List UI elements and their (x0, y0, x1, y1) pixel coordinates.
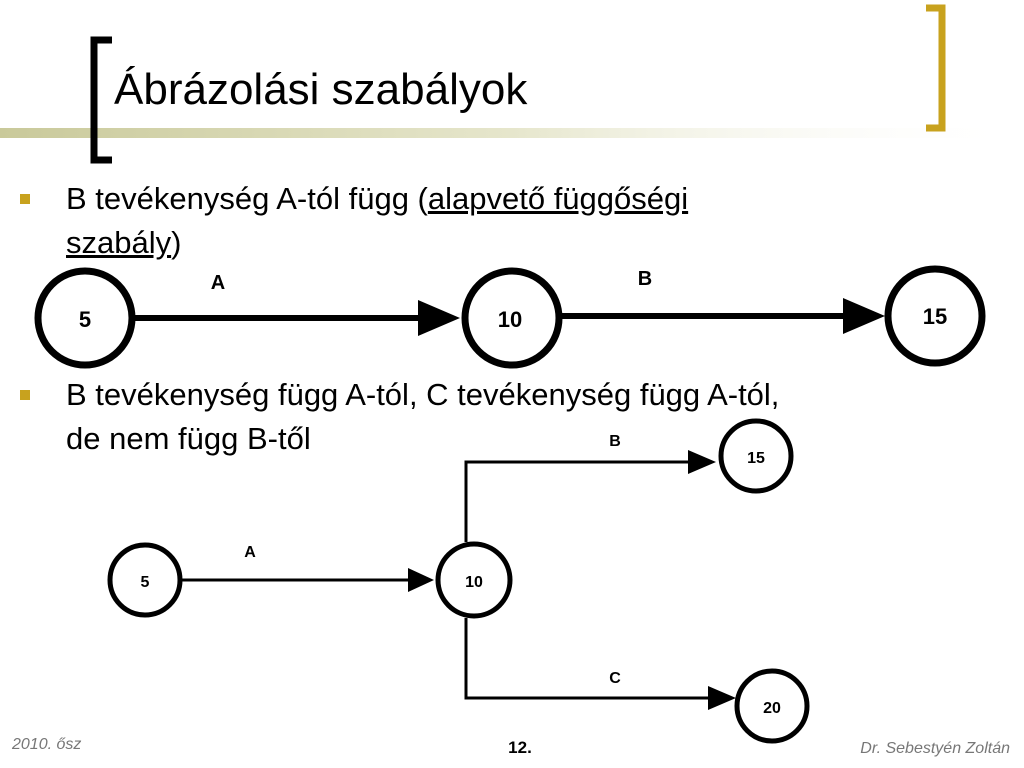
bullet-1-line-1: B tevékenység A-tól függ (alapvető függő… (66, 178, 688, 220)
edge-a-label: A (244, 544, 256, 561)
node-10-label: 10 (465, 574, 483, 591)
bullet-2-line-1: B tevékenység függ A-tól, C tevékenység … (66, 377, 780, 412)
edge-c-line (464, 618, 710, 700)
node-10-label: 10 (498, 307, 522, 332)
edge-b-label: B (609, 433, 621, 450)
edge-c-arrowhead (708, 686, 736, 710)
left-bracket (90, 36, 112, 164)
node-5 (107, 542, 183, 618)
bullet-square-icon (20, 390, 30, 400)
slide-title: Ábrázolási szabályok (114, 65, 528, 114)
edge-a-arrowhead (418, 300, 460, 336)
bullet-square-icon (20, 194, 30, 204)
edge-b-arrowhead (688, 450, 716, 474)
bullet-1-close: ) (171, 225, 182, 260)
footer-date: 2010. ősz (12, 736, 82, 753)
node-5 (34, 267, 136, 369)
header-band (0, 128, 1024, 138)
bullet-1-link-cont[interactable]: szabály (66, 225, 172, 260)
bullet-2-line-2: de nem függ B-től (66, 421, 311, 456)
node-15 (718, 418, 794, 494)
bullet-1-text: B tevékenység A-tól függ ( (66, 181, 428, 216)
node-10 (435, 541, 513, 619)
node-5-label: 5 (79, 307, 91, 332)
node-5-label: 5 (141, 574, 150, 591)
edge-b-line (464, 460, 690, 542)
edge-c-label: C (609, 670, 621, 687)
edge-b-label: B (638, 268, 652, 290)
footer-author: Dr. Sebestyén Zoltán (860, 740, 1010, 757)
bullet-1-link[interactable]: alapvető függőségi (427, 181, 689, 216)
node-20-label: 20 (763, 700, 781, 717)
page-number: 12. (508, 738, 532, 757)
header-decoration (0, 4, 1024, 164)
node-20 (734, 668, 810, 744)
node-10 (461, 267, 563, 369)
edge-a-arrowhead (408, 568, 434, 592)
edge-b-arrowhead (843, 298, 885, 334)
node-15-label: 15 (923, 304, 947, 329)
node-15-label: 15 (747, 450, 765, 467)
node-15 (884, 265, 986, 367)
bullet-1-line-2: szabály) (66, 222, 181, 264)
edge-a-label: A (211, 272, 225, 294)
right-bracket (926, 4, 946, 132)
